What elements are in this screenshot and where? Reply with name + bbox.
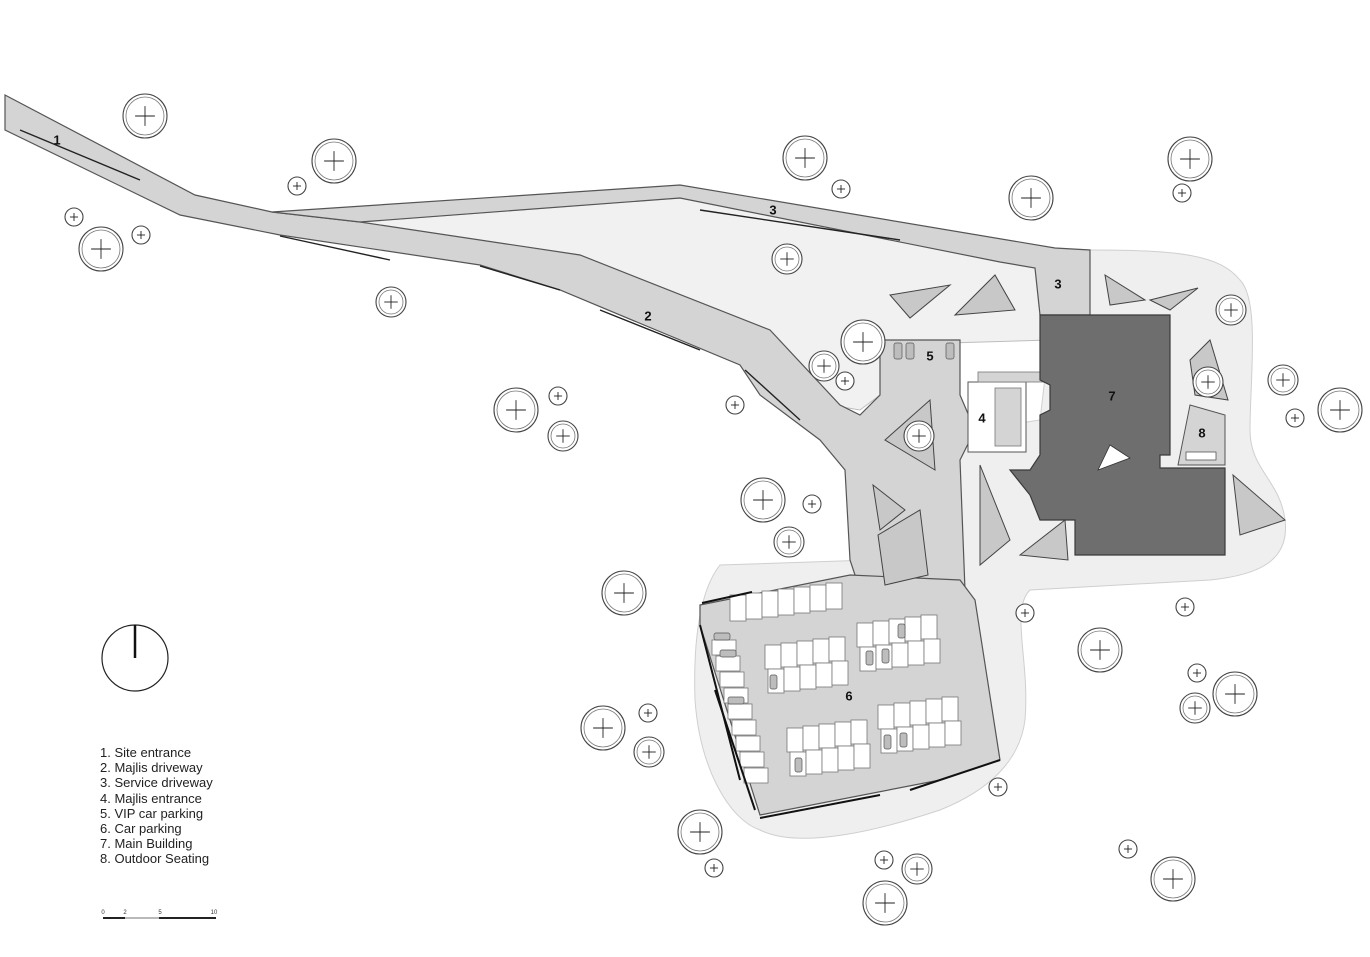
scale-bar: 0 2 5 10 — [101, 910, 218, 919]
scale-tick-10: 10 — [211, 910, 218, 916]
outdoor-seating — [1177, 404, 1226, 466]
parking-bays — [711, 582, 962, 784]
zone-label-1: 1 — [53, 132, 60, 147]
tree-symbol — [862, 880, 908, 926]
legend-item: 5. VIP car parking — [100, 805, 204, 821]
parked-car-icons — [713, 342, 955, 773]
legend: 1. Site entrance 2. Majlis driveway 3. S… — [100, 745, 213, 867]
tree-symbol — [1285, 408, 1305, 428]
tree-symbol — [548, 386, 568, 406]
tree-symbol — [808, 350, 840, 382]
tree-symbol — [311, 138, 357, 184]
tree-symbol — [771, 243, 803, 275]
tree-symbol — [131, 225, 151, 245]
zone-label-8: 8 — [1198, 425, 1205, 440]
trees — [64, 93, 1363, 926]
tree-symbol — [802, 494, 822, 514]
tree-symbol — [901, 853, 933, 885]
building-courtyard-light — [1097, 444, 1131, 471]
scale-tick-0: 0 — [101, 910, 105, 916]
legend-item: 1. Site entrance — [100, 745, 192, 760]
tree-symbol — [580, 705, 626, 751]
north-arrow — [101, 624, 169, 692]
tree-symbol — [831, 179, 851, 199]
tree-symbol — [1175, 597, 1195, 617]
scale-tick-2: 2 — [123, 910, 127, 916]
tree-symbol — [773, 526, 805, 558]
tree-symbol — [835, 371, 855, 391]
tree-symbol — [78, 226, 124, 272]
main-building — [1008, 314, 1226, 556]
tree-symbol — [782, 135, 828, 181]
tree-symbol — [1172, 183, 1192, 203]
tree-symbol — [1267, 364, 1299, 396]
tree-symbol — [988, 777, 1008, 797]
zone-label-2: 2 — [644, 308, 651, 323]
legend-item: 6. Car parking — [100, 821, 182, 837]
tree-symbol — [677, 809, 723, 855]
parking-edges — [699, 591, 1001, 819]
tree-symbol — [375, 286, 407, 318]
tree-symbol — [1015, 603, 1035, 623]
tree-symbol — [1150, 856, 1196, 902]
tree-symbol — [874, 850, 894, 870]
tree-symbol — [1008, 175, 1054, 221]
majlis-entrance-inner — [994, 387, 1022, 447]
zone-label-6: 6 — [845, 688, 852, 703]
zone-label-3-north: 3 — [769, 202, 776, 217]
legend-item: 3. Service driveway — [100, 775, 213, 791]
tree-symbol — [1215, 294, 1247, 326]
tree-symbol — [1192, 366, 1224, 398]
legend-item: 4. Majlis entrance — [100, 790, 202, 806]
zone-label-3-east: 3 — [1054, 276, 1061, 291]
outdoor-bench — [1185, 451, 1217, 461]
legend-item: 8. Outdoor Seating — [100, 851, 210, 867]
tree-symbol — [493, 387, 539, 433]
tree-symbol — [1077, 627, 1123, 673]
tree-symbol — [1212, 671, 1258, 717]
tree-symbol — [633, 736, 665, 768]
tree-symbol — [1187, 663, 1207, 683]
tree-symbol — [601, 570, 647, 616]
tree-symbol — [1167, 136, 1213, 182]
tree-symbol — [740, 477, 786, 523]
road-edges — [19, 129, 901, 421]
tree-symbol — [903, 420, 935, 452]
zone-label-7: 7 — [1108, 388, 1115, 403]
tree-symbol — [638, 703, 658, 723]
tree-symbol — [1317, 387, 1363, 433]
legend-item: 2. Majlis driveway — [100, 760, 203, 776]
tree-symbol — [64, 207, 84, 227]
tree-symbol — [1118, 839, 1138, 859]
zone-label-4: 4 — [978, 410, 986, 425]
tree-symbol — [725, 395, 745, 415]
legend-item: 7. Main Building — [100, 836, 193, 852]
tree-symbol — [122, 93, 168, 139]
tree-symbol — [1179, 692, 1211, 724]
tree-symbol — [840, 319, 886, 365]
tree-symbol — [704, 858, 724, 878]
scale-tick-5: 5 — [158, 910, 162, 916]
tree-symbol — [547, 420, 579, 452]
tree-symbol — [287, 176, 307, 196]
zone-label-5: 5 — [926, 348, 933, 363]
zone-labels: 1 2 3 3 4 5 6 7 8 — [53, 132, 1205, 703]
